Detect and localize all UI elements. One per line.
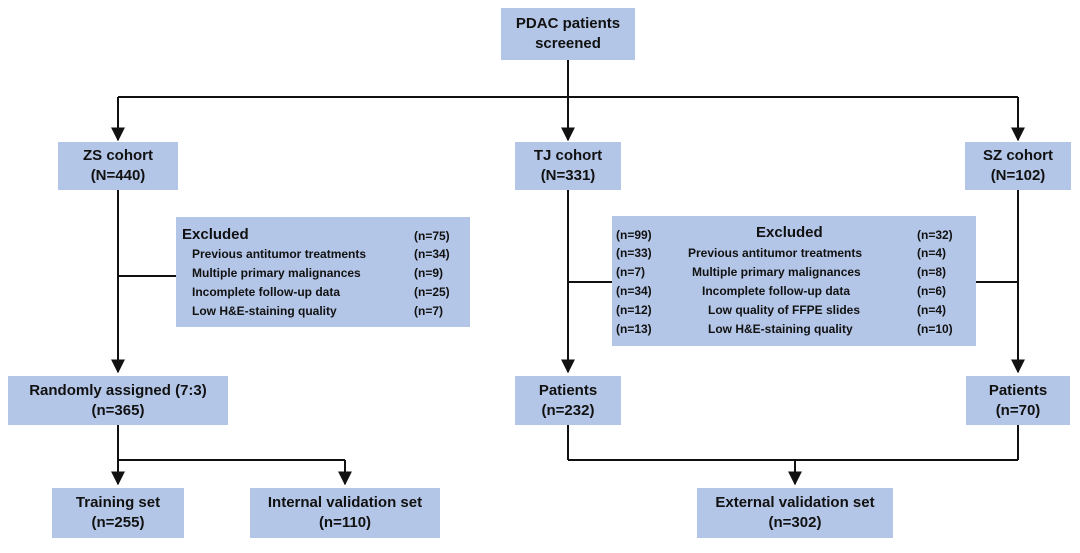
external-validation-n: (n=302): [768, 514, 822, 531]
tjsz-exclusion-label: Multiple primary malignances: [692, 265, 861, 279]
zs-exclusion-count: (n=34): [414, 247, 450, 261]
external-validation-box: External validation set (n=302): [697, 488, 893, 538]
tj-patients-box: Patients (n=232): [515, 376, 621, 425]
zs-exclusion-count: (n=7): [414, 304, 444, 318]
sz-exclusion-count: (n=4): [917, 246, 947, 260]
tj-exclusion-count: (n=13): [616, 322, 652, 336]
tj-excluded-total: (n=99): [616, 228, 652, 242]
tj-cohort-n: (N=331): [540, 167, 596, 184]
zs-excluded-total: (n=75): [414, 229, 450, 243]
randomly-assigned-n: (n=365): [91, 401, 145, 419]
sz-exclusion-count: (n=8): [917, 265, 947, 279]
internal-validation-label: Internal validation set: [267, 494, 423, 511]
screened-box: PDAC patients screened: [501, 8, 635, 60]
tj-patients-n: (n=232): [541, 401, 595, 419]
zs-exclusion-count: (n=9): [414, 266, 444, 280]
tjsz-exclusion-label: Low quality of FFPE slides: [708, 303, 861, 317]
zs-exclusion-label: Multiple primary malignances: [192, 266, 361, 280]
tjsz-exclusion-label: Low H&E-staining quality: [708, 322, 853, 336]
tjsz-excluded-title: Excluded: [756, 224, 823, 241]
internal-validation-box: Internal validation set (n=110): [250, 488, 440, 538]
sz-patients-n: (n=70): [995, 401, 1041, 419]
tj-exclusion-count: (n=33): [616, 246, 652, 260]
sz-exclusion-count: (n=10): [917, 322, 953, 336]
sz-cohort-n: (N=102): [990, 167, 1046, 184]
tj-patients-label: Patients: [538, 381, 598, 399]
sz-patients-label: Patients: [988, 381, 1048, 399]
zs-cohort-box: ZS cohort (N=440): [58, 142, 178, 190]
zs-exclusion-label: Low H&E-staining quality: [192, 304, 337, 318]
zs-exclusion-label: Incomplete follow-up data: [192, 285, 341, 299]
zs-exclusion-label: Previous antitumor treatments: [192, 247, 367, 261]
training-set-box: Training set (n=255): [52, 488, 184, 538]
sz-exclusion-count: (n=4): [917, 303, 947, 317]
screened-line2: screened: [535, 35, 601, 52]
tj-cohort-name: TJ cohort: [533, 147, 603, 164]
tjsz-exclusion-label: Incomplete follow-up data: [702, 284, 851, 298]
sz-cohort-box: SZ cohort (N=102): [965, 142, 1071, 190]
zs-cohort-n: (N=440): [90, 167, 146, 184]
sz-cohort-name: SZ cohort: [983, 147, 1053, 164]
zs-cohort-name: ZS cohort: [83, 147, 153, 164]
tj-exclusion-count: (n=7): [616, 265, 646, 279]
tj-exclusion-count: (n=34): [616, 284, 652, 298]
training-set-n: (n=255): [91, 514, 145, 531]
sz-patients-box: Patients (n=70): [966, 376, 1070, 425]
training-set-label: Training set: [75, 494, 161, 511]
sz-exclusion-count: (n=6): [917, 284, 947, 298]
internal-validation-n: (n=110): [318, 514, 372, 531]
randomly-assigned-label: Randomly assigned (7:3): [29, 381, 207, 399]
tjsz-excluded-box: (n=99) Excluded (n=32) (n=33) Previous a…: [612, 216, 976, 346]
sz-excluded-total: (n=32): [917, 228, 953, 242]
zs-excluded-box: Excluded (n=75) Previous antitumor treat…: [176, 217, 470, 327]
external-validation-label: External validation set: [715, 494, 875, 511]
tj-exclusion-count: (n=12): [616, 303, 652, 317]
tj-cohort-box: TJ cohort (N=331): [515, 142, 621, 190]
randomly-assigned-box: Randomly assigned (7:3) (n=365): [8, 376, 228, 425]
screened-line1: PDAC patients: [515, 15, 621, 32]
zs-exclusion-count: (n=25): [414, 285, 450, 299]
tjsz-exclusion-label: Previous antitumor treatments: [688, 246, 863, 260]
zs-excluded-title: Excluded: [182, 226, 249, 243]
